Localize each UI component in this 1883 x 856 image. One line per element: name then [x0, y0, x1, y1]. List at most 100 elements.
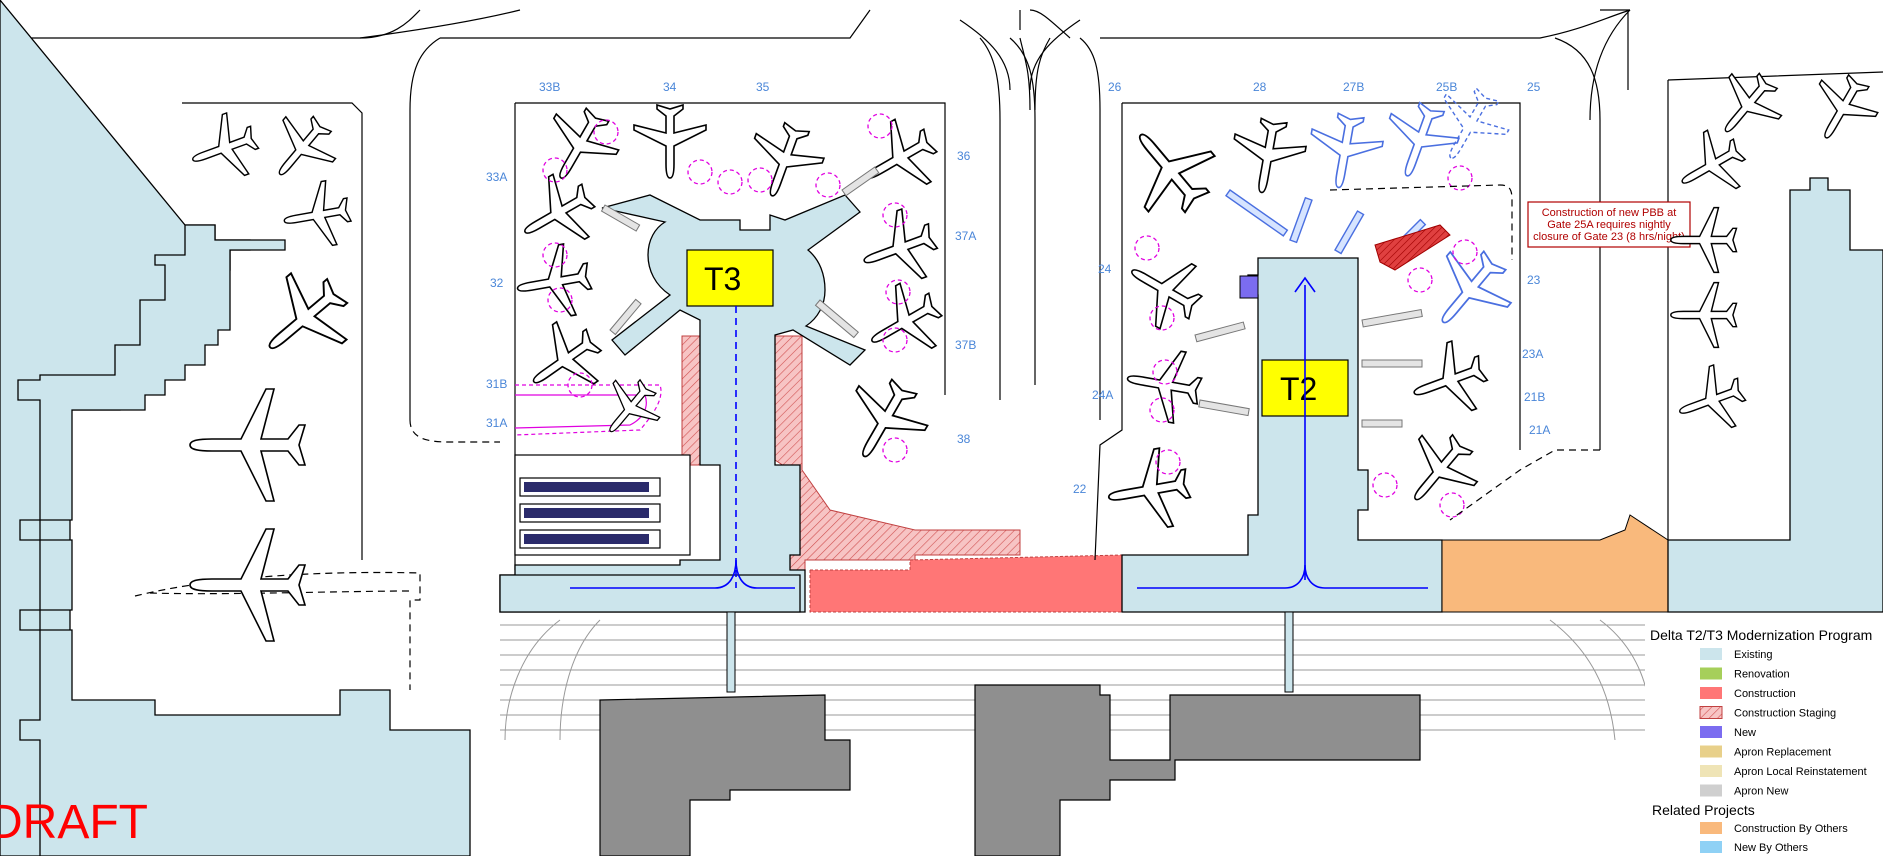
callout-line-2: Gate 25A requires nightly [1547, 219, 1671, 231]
aircraft-icon [1670, 281, 1738, 349]
aircraft-icon [1113, 239, 1215, 340]
gate-label: 24A [1092, 388, 1113, 402]
legend-swatch [1700, 726, 1722, 738]
gate-label: 22 [1073, 482, 1087, 496]
new-element [1239, 275, 1259, 299]
t2-flow-arrow [1137, 564, 1428, 589]
gate-label: 21B [1524, 390, 1545, 404]
gate-label: 27B [1343, 80, 1364, 94]
gate-label: 23A [1522, 347, 1543, 361]
aircraft-icon [254, 102, 348, 196]
stand-circle-icon [687, 159, 713, 185]
aircraft-icon [1101, 443, 1196, 538]
legend-swatch [1700, 784, 1722, 797]
t2-aircraft-group [1101, 75, 1526, 538]
legend-related-title: Related Projects [1652, 802, 1755, 818]
t2-service-road-north [1329, 184, 1513, 260]
aircraft-icon [1401, 333, 1497, 428]
legend-swatch [1700, 822, 1722, 834]
connector-construction [809, 554, 1123, 613]
legend-swatch [1700, 667, 1722, 680]
stand-circle-icon [547, 287, 573, 313]
legend-label: Existing [1734, 649, 1773, 661]
legend-label: New [1734, 727, 1756, 739]
t2-terminal [1121, 257, 1443, 613]
stand-circle-icon [1439, 492, 1465, 518]
flow-arrowhead-icon [1294, 276, 1316, 293]
stand-circle-icon [1407, 267, 1433, 293]
legend-swatch [1700, 745, 1722, 758]
gate-label: 33A [486, 170, 507, 184]
draft-watermark: DRAFT [0, 796, 148, 849]
t3-aircraft-group [506, 95, 955, 477]
aircraft-icon [1797, 63, 1883, 155]
left-pier-body [17, 224, 471, 856]
stand-circle-icon [593, 119, 619, 145]
stand-circle-icon [885, 279, 911, 305]
gate-label: 33B [539, 80, 560, 94]
aircraft-icon [633, 104, 707, 179]
stand-circle-icon [1372, 472, 1398, 498]
stand-circle-icon [1447, 165, 1473, 191]
gate-label: 23 [1527, 273, 1541, 287]
stand-circle-icon [542, 157, 568, 183]
stand-circle-icon [1155, 449, 1181, 475]
t2-apron-outline [1094, 102, 1521, 561]
stand-circle-icon [567, 372, 593, 398]
t2-service-road [1449, 449, 1600, 521]
gate-label: 24 [1098, 262, 1112, 276]
stand-circle-icon [882, 437, 908, 463]
aircraft-icon [851, 201, 947, 296]
aircraft-icon [1700, 59, 1794, 153]
t3-service-bays [514, 454, 691, 556]
stand-circle-icon [867, 113, 893, 139]
gate-label: 37A [955, 229, 976, 243]
stand-circle-icon [1134, 235, 1160, 261]
t3-flow-arrow [570, 559, 795, 589]
aircraft-icon [1668, 358, 1754, 443]
aircraft-icon [828, 365, 940, 477]
t3-label-box [686, 249, 774, 307]
gate-label: 31A [486, 416, 507, 430]
legend-label: Construction Staging [1734, 708, 1836, 720]
legend-swatch [1700, 648, 1722, 660]
top-roadways [0, 9, 1631, 450]
left-aircraft-group [181, 102, 366, 642]
t3-parking-garage [599, 694, 851, 856]
stand-circle-icon [882, 202, 908, 228]
legend-swatch [1700, 841, 1722, 853]
stand-circle-icon [1452, 239, 1478, 265]
gate-label: 21A [1529, 423, 1550, 437]
t3-terminal [499, 194, 867, 613]
aircraft-icon [181, 106, 267, 191]
legend-swatch [1699, 706, 1723, 719]
aircraft-icon [277, 176, 356, 254]
aircraft-icon [1120, 342, 1207, 428]
aircraft-icon [1411, 234, 1526, 349]
legend-label: Apron Local Reinstatement [1734, 766, 1867, 778]
callout-line-3: closure of Gate 23 (8 hrs/night) [1533, 231, 1685, 243]
aircraft-icon [1225, 113, 1311, 200]
aircraft-icon [1387, 419, 1491, 524]
aircraft-icon [1302, 108, 1388, 195]
stand-circle-icon [747, 167, 773, 193]
t2-label: T2 [1280, 371, 1317, 407]
legend: Delta T2/T3 Modernization Program Existi… [1645, 622, 1883, 856]
aircraft-icon [506, 163, 608, 264]
legend-label: Apron Replacement [1734, 747, 1831, 759]
aircraft-icon [510, 239, 597, 325]
aircraft-icon [1665, 120, 1757, 211]
legend-label: New By Others [1734, 842, 1808, 854]
gate-label: 38 [957, 432, 971, 446]
stand-circle-icon [542, 242, 568, 268]
t3-terminal-south [499, 574, 801, 613]
legend-label: Apron New [1734, 786, 1788, 798]
t3-taxi-path [514, 384, 662, 436]
gate-label: 25B [1436, 80, 1457, 94]
aircraft-icon [848, 108, 950, 209]
t3-label: T3 [704, 261, 741, 297]
right-pier [1667, 177, 1883, 613]
t3-stand-circles [542, 113, 911, 463]
legend-label: Construction By Others [1734, 823, 1848, 835]
